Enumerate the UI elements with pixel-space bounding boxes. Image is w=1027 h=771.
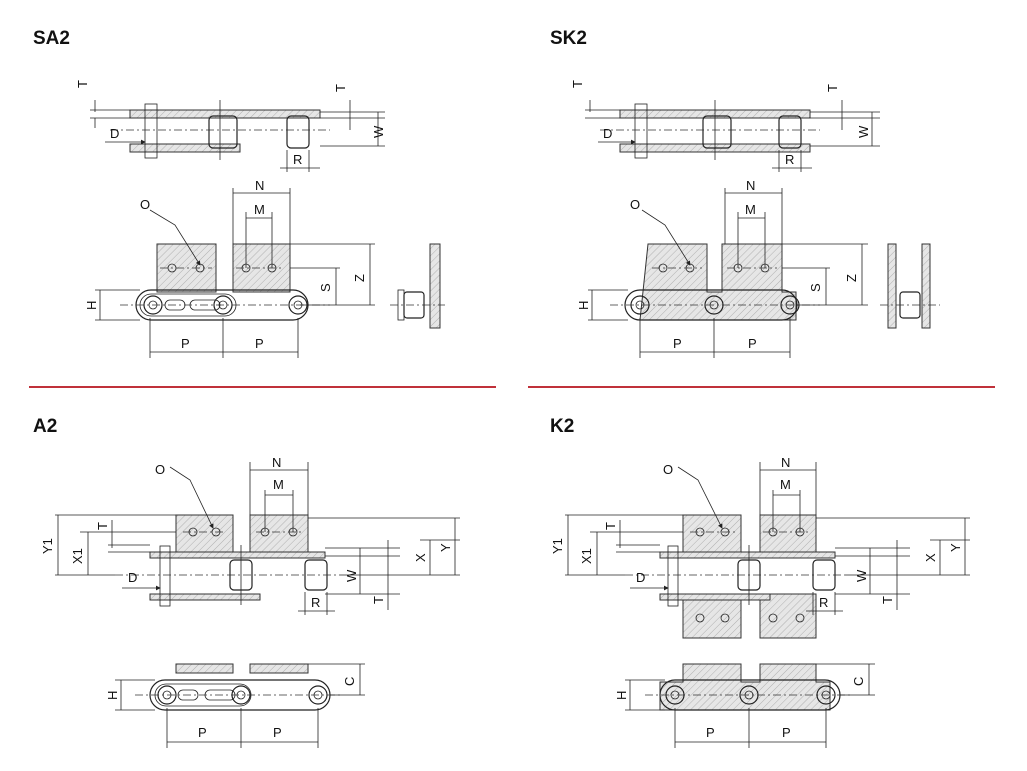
panel-title-a2: A2 (33, 416, 58, 437)
panel-title-sk2: SK2 (550, 28, 587, 49)
sk2-label-p2: P (748, 336, 757, 351)
sa2-label-p2: P (255, 336, 264, 351)
a2-drawing: O N M Y1 X1 T D W T R X Y (40, 455, 460, 748)
a2-label-r: R (311, 595, 320, 610)
a2-label-t: T (95, 522, 110, 530)
k2-label-r: R (819, 595, 828, 610)
a2-bottom-view (115, 663, 365, 748)
k2-label-y1: Y1 (550, 538, 565, 554)
k2-bottom-view (625, 663, 875, 748)
sk2-drawing: T D T W R (570, 80, 940, 358)
a2-label-m: M (273, 477, 284, 492)
sa2-label-m: M (254, 202, 265, 217)
sa2-top-view (90, 100, 385, 172)
a2-label-p2: P (273, 725, 282, 740)
sk2-label-n: N (746, 178, 755, 193)
sk2-label-d: D (603, 126, 612, 141)
k2-label-d: D (636, 570, 645, 585)
sk2-label-z: Z (844, 274, 859, 282)
sk2-label-t2: T (825, 84, 840, 92)
sa2-label-t: T (75, 80, 90, 88)
k2-label-c: C (851, 677, 866, 686)
a2-label-p1: P (198, 725, 207, 740)
k2-label-t2: T (880, 596, 895, 604)
k2-label-h: H (614, 691, 629, 700)
sk2-label-p1: P (673, 336, 682, 351)
sa2-label-d: D (110, 126, 119, 141)
sa2-label-n: N (255, 178, 264, 193)
k2-label-y: Y (948, 543, 963, 552)
panel-title-sa2: SA2 (33, 28, 70, 49)
a2-label-d: D (128, 570, 137, 585)
k2-label-m: M (780, 477, 791, 492)
k2-front-view (565, 462, 970, 639)
a2-label-c: C (342, 677, 357, 686)
sa2-label-o: O (140, 197, 150, 212)
sa2-label-h: H (84, 301, 99, 310)
sk2-label-s: S (808, 283, 823, 292)
a2-label-t2: T (371, 596, 386, 604)
sa2-label-t2: T (333, 84, 348, 92)
k2-label-n: N (781, 455, 790, 470)
divider-left (29, 386, 496, 388)
a2-label-h: H (105, 691, 120, 700)
k2-label-x1: X1 (579, 548, 594, 564)
a2-label-o: O (155, 462, 165, 477)
sk2-label-o: O (630, 197, 640, 212)
sa2-label-p1: P (181, 336, 190, 351)
a2-label-x: X (413, 553, 428, 562)
sk2-side-view (588, 188, 940, 358)
k2-label-o: O (663, 462, 673, 477)
a2-label-w: W (344, 569, 359, 582)
sk2-label-m: M (745, 202, 756, 217)
k2-label-w: W (854, 569, 869, 582)
a2-label-y1: Y1 (40, 538, 55, 554)
a2-label-y: Y (438, 543, 453, 552)
a2-front-view (55, 462, 460, 615)
divider-right (528, 386, 995, 388)
sk2-label-r: R (785, 152, 794, 167)
panel-title-k2: K2 (550, 416, 575, 437)
sa2-side-view (95, 188, 445, 358)
a2-label-x1: X1 (70, 548, 85, 564)
k2-drawing: O N M Y1 X1 T D W T R X Y (550, 455, 970, 748)
sk2-label-h: H (576, 301, 591, 310)
sa2-label-w: W (371, 125, 386, 138)
k2-label-t: T (603, 522, 618, 530)
sk2-label-t: T (570, 80, 585, 88)
k2-label-p2: P (782, 725, 791, 740)
sa2-label-r: R (293, 152, 302, 167)
k2-label-x: X (923, 553, 938, 562)
sk2-label-w: W (856, 125, 871, 138)
sa2-label-s: S (318, 283, 333, 292)
k2-label-p1: P (706, 725, 715, 740)
a2-label-n: N (272, 455, 281, 470)
sa2-drawing: T D T W R (75, 80, 445, 358)
sa2-label-z: Z (352, 274, 367, 282)
sk2-top-view (585, 100, 880, 172)
